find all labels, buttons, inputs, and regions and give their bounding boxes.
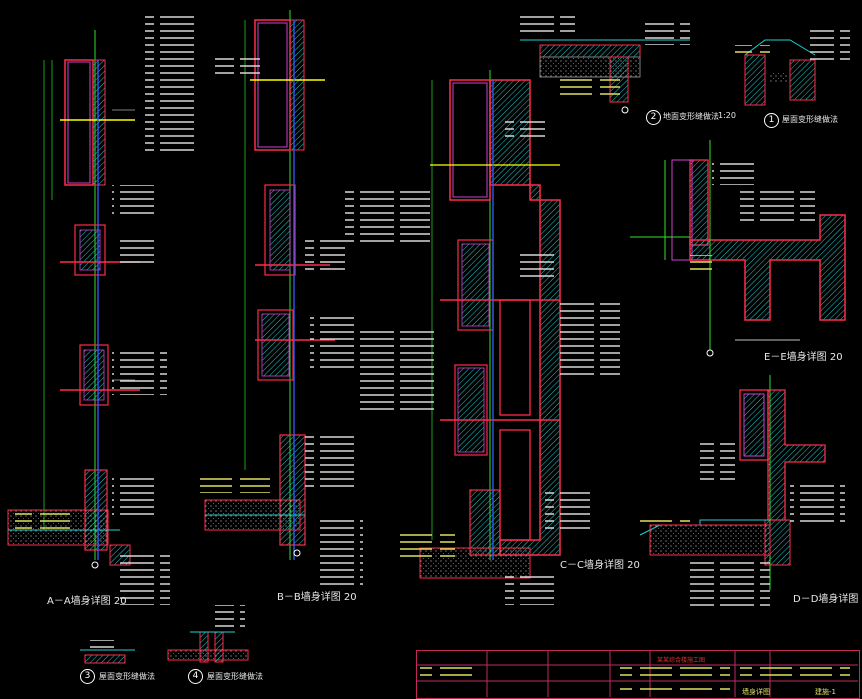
detail-2-number: 2 (646, 110, 661, 125)
grid-markers (91, 106, 714, 569)
section-e-e (630, 140, 846, 350)
title-e-e: E－E墙身详图 20 (764, 352, 843, 363)
section-a-a (7, 15, 200, 605)
title-block: 某某综合楼施工图 墙身详图 建施-1 (416, 650, 860, 699)
section-b-b (200, 10, 363, 585)
section-d-d (639, 375, 845, 610)
title-block-grid (416, 650, 858, 697)
detail-1-label: 屋面变形缝做法 (782, 115, 838, 124)
detail-1-number: 1 (764, 113, 779, 128)
detail-2-floor-joint (520, 15, 690, 103)
title-c-c: C－C墙身详图 20 (560, 560, 640, 571)
detail-4-number: 4 (188, 669, 203, 684)
detail-3-number: 3 (80, 669, 95, 684)
title-block-drawing: 墙身详图 (742, 688, 770, 696)
detail-2-label: 地面变形缝做法 (663, 112, 719, 121)
title-b-b: B－B墙身详图 20 (277, 592, 357, 603)
detail-1-roof-joint (735, 30, 850, 106)
title-a-a: A－A墙身详图 20 (47, 596, 127, 607)
title-block-project: 某某综合楼施工图 (657, 657, 706, 664)
title-d-d: D－D墙身详图 20 (793, 594, 862, 605)
section-c-c (345, 70, 620, 605)
title-block-sheet: 建施-1 (815, 688, 836, 696)
detail-3-label: 屋面变形缝做法 (99, 672, 155, 681)
detail-4-label: 屋面变形缝做法 (207, 672, 263, 681)
detail-4 (167, 605, 249, 663)
detail-2-scale: 1:20 (718, 111, 736, 120)
detail-3 (80, 640, 135, 664)
